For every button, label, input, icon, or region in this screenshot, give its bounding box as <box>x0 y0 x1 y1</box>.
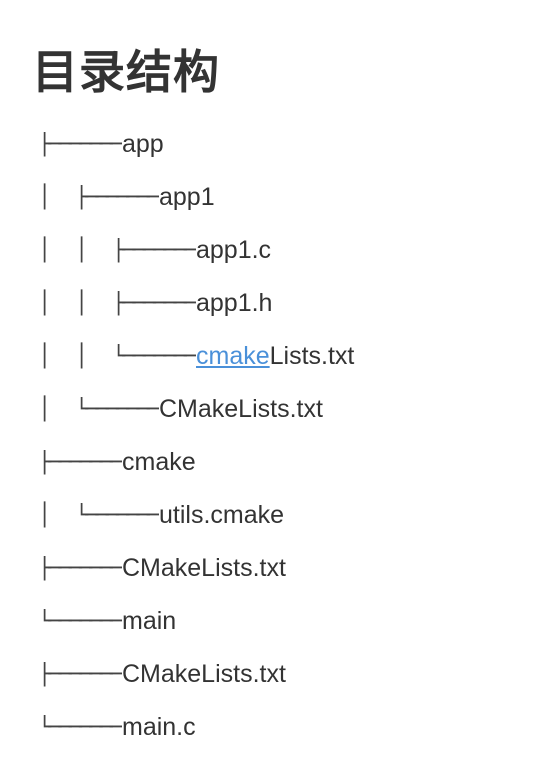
tree-item-label: cmake <box>122 448 196 476</box>
tree-pipe: │ <box>38 397 52 422</box>
tree-branch: ├─────── <box>112 238 196 263</box>
tree-item: └─────── main.c <box>38 701 354 754</box>
tree-item-label: app1.c <box>196 236 272 264</box>
tree-pipe: │ <box>75 344 89 369</box>
page-title: 目录结构 <box>32 44 220 99</box>
tree-pipe: │ <box>75 291 89 316</box>
tree-pipe: │ <box>75 238 89 263</box>
tree-branch: ├─────── <box>38 556 122 581</box>
tree-pipe: │ <box>38 238 52 263</box>
tree-item-label: main <box>122 607 177 635</box>
tree-branch: └─────── <box>38 609 122 634</box>
cmake-link[interactable]: cmake <box>196 342 270 370</box>
tree-item-label: CMakeLists.txt <box>122 554 286 582</box>
tree-item: ├─────── cmake <box>38 436 354 489</box>
tree-branch: ├─────── <box>112 291 196 316</box>
tree-branch: ├─────── <box>38 132 122 157</box>
tree-branch: └─────── <box>38 715 122 740</box>
tree-pipe: │ <box>38 503 52 528</box>
tree-item-label: CMakeLists.txt <box>122 660 286 688</box>
tree-pipe: │ <box>38 291 52 316</box>
tree-item: │ │ └─────── cmakeLists.txt <box>38 330 354 383</box>
tree-item: │ │ ├─────── app1.c <box>38 224 354 277</box>
tree-pipe: │ <box>38 185 52 210</box>
tree-item-label: utils.cmake <box>159 501 285 529</box>
tree-branch: ├─────── <box>75 185 159 210</box>
tree-item: │ └─────── utils.cmake <box>38 489 354 542</box>
tree-item: ├─────── CMakeLists.txt <box>38 542 354 595</box>
tree-item: │ │ ├─────── app1.h <box>38 277 354 330</box>
tree-item-label: app1.h <box>196 289 273 317</box>
tree-item: └─────── main <box>38 595 354 648</box>
tree-item: │ └─────── CMakeLists.txt <box>38 383 354 436</box>
tree-branch: └─────── <box>112 344 196 369</box>
directory-tree: ├─────── app │ ├─────── app1 │ │ ├──────… <box>38 118 354 754</box>
tree-item-label: cmakeLists.txt <box>196 342 354 371</box>
tree-item-label-rest: Lists.txt <box>269 342 355 370</box>
tree-branch: ├─────── <box>38 662 122 687</box>
tree-item-label: app1 <box>159 183 215 211</box>
tree-branch: ├─────── <box>38 450 122 475</box>
tree-pipe: │ <box>38 344 52 369</box>
tree-item-label: app <box>122 130 164 158</box>
tree-branch: └─────── <box>75 397 159 422</box>
tree-item: ├─────── CMakeLists.txt <box>38 648 354 701</box>
tree-item-label: main.c <box>122 713 196 741</box>
tree-item-label: CMakeLists.txt <box>159 395 323 423</box>
tree-item: │ ├─────── app1 <box>38 171 354 224</box>
tree-item: ├─────── app <box>38 118 354 171</box>
tree-branch: └─────── <box>75 503 159 528</box>
